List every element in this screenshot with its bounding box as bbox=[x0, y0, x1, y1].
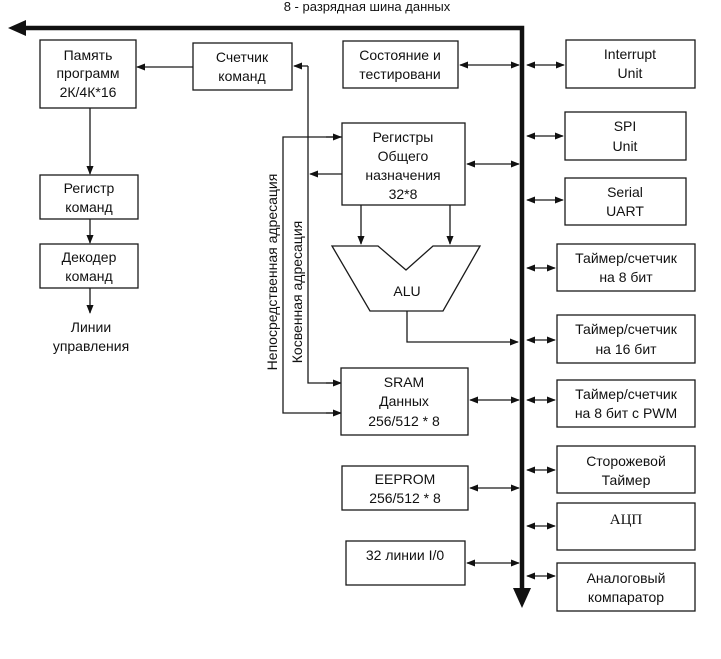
gp-registers-block: Регистры Общего назначения 32*8 bbox=[341, 122, 466, 206]
timer16-line-1: Таймер/счетчик bbox=[575, 321, 678, 337]
program-memory-line-2: программ bbox=[56, 65, 119, 81]
spi-unit-block: SPI Unit bbox=[564, 111, 687, 161]
timer8-pwm-block: Таймер/счетчик на 8 бит с PWM bbox=[556, 379, 696, 428]
eeprom-block: EEPROM 256/512 * 8 bbox=[341, 465, 469, 511]
io-lines-block: 32 линии I/0 bbox=[345, 540, 466, 586]
direct-address-line bbox=[282, 136, 342, 414]
gp-registers-line-2: Общего bbox=[378, 148, 429, 164]
adc-block: АЦП bbox=[556, 502, 696, 551]
alu-block: ALU bbox=[330, 245, 482, 312]
timer8-line-2: на 8 бит bbox=[599, 269, 653, 285]
interrupt-unit-block: Interrupt Unit bbox=[565, 39, 696, 89]
gp-registers-line-3: назначения bbox=[365, 167, 440, 183]
indirect-address-line bbox=[307, 66, 340, 384]
sram-line-2: Данных bbox=[379, 393, 429, 409]
bus-arrow-left-icon bbox=[8, 20, 26, 36]
bus-arrow-down-icon bbox=[513, 588, 531, 608]
status-test-block: Состояние и тестировани bbox=[342, 40, 459, 89]
program-counter-line-2: команд bbox=[218, 68, 265, 84]
timer8-pwm-line-2: на 8 бит с PWM bbox=[575, 405, 677, 421]
program-memory-line-3: 2К/4К*16 bbox=[60, 84, 117, 100]
interrupt-unit-line-1: Interrupt bbox=[604, 46, 656, 62]
serial-uart-line-1: Serial bbox=[607, 184, 643, 200]
gp-registers-line-4: 32*8 bbox=[389, 186, 418, 202]
instruction-register-line-1: Регистр bbox=[64, 180, 115, 196]
spi-unit-line-1: SPI bbox=[614, 118, 637, 134]
status-test-line-2: тестировани bbox=[359, 66, 440, 82]
bus-line bbox=[22, 25, 525, 592]
program-counter-line-1: Счетчик bbox=[216, 49, 269, 65]
sram-line-1: SRAM bbox=[384, 374, 424, 390]
timer8-block: Таймер/счетчик на 8 бит bbox=[556, 243, 696, 292]
control-lines-line-1: Линии bbox=[71, 319, 111, 335]
instruction-decoder-line-2: команд bbox=[65, 268, 112, 284]
instruction-register-block: Регистр команд bbox=[39, 174, 139, 220]
watchdog-line-1: Сторожевой bbox=[586, 453, 666, 469]
serial-uart-line-2: UART bbox=[606, 203, 644, 219]
serial-uart-block: Serial UART bbox=[564, 177, 687, 226]
adc-label: АЦП bbox=[610, 512, 643, 528]
alu-label: ALU bbox=[393, 283, 420, 299]
watchdog-line-2: Таймер bbox=[602, 472, 651, 488]
program-memory-line-1: Память bbox=[64, 47, 113, 63]
data-bus: 8 - разрядная шина данных bbox=[8, 0, 531, 608]
io-lines-label: 32 линии I/0 bbox=[366, 547, 444, 563]
watchdog-block: Сторожевой Таймер bbox=[556, 445, 696, 494]
timer16-block: Таймер/счетчик на 16 бит bbox=[556, 314, 696, 364]
instruction-register-line-2: команд bbox=[65, 199, 112, 215]
gp-registers-line-1: Регистры bbox=[373, 129, 434, 145]
sram-line-3: 256/512 * 8 bbox=[368, 413, 440, 429]
spi-unit-line-2: Unit bbox=[613, 138, 638, 154]
bus-label: 8 - разрядная шина данных bbox=[284, 0, 451, 14]
program-counter-block: Счетчик команд bbox=[192, 42, 293, 91]
instruction-decoder-block: Декодер команд bbox=[39, 243, 139, 289]
eeprom-line-1: EEPROM bbox=[375, 471, 436, 487]
instruction-decoder-line-1: Декодер bbox=[62, 249, 117, 265]
analog-comparator-block: Аналоговый компаратор bbox=[556, 562, 696, 612]
analog-comparator-line-2: компаратор bbox=[588, 589, 664, 605]
timer8-line-1: Таймер/счетчик bbox=[575, 250, 678, 266]
status-test-line-1: Состояние и bbox=[359, 47, 441, 63]
sram-block: SRAM Данных 256/512 * 8 bbox=[340, 367, 469, 436]
timer8-pwm-line-1: Таймер/счетчик bbox=[575, 386, 678, 402]
program-memory-block: Память программ 2К/4К*16 bbox=[39, 39, 137, 109]
control-lines-line-2: управления bbox=[53, 338, 129, 354]
eeprom-line-2: 256/512 * 8 bbox=[369, 490, 441, 506]
alu-to-bus-arrow bbox=[406, 311, 519, 346]
analog-comparator-line-1: Аналоговый bbox=[587, 570, 666, 586]
timer16-line-2: на 16 бит bbox=[595, 341, 657, 357]
indirect-address-label: Косвенная адресация bbox=[289, 221, 305, 363]
control-lines-label: Линии управления bbox=[53, 319, 129, 354]
interrupt-unit-line-2: Unit bbox=[618, 65, 643, 81]
direct-address-label: Непосредственная адресация bbox=[264, 174, 280, 371]
